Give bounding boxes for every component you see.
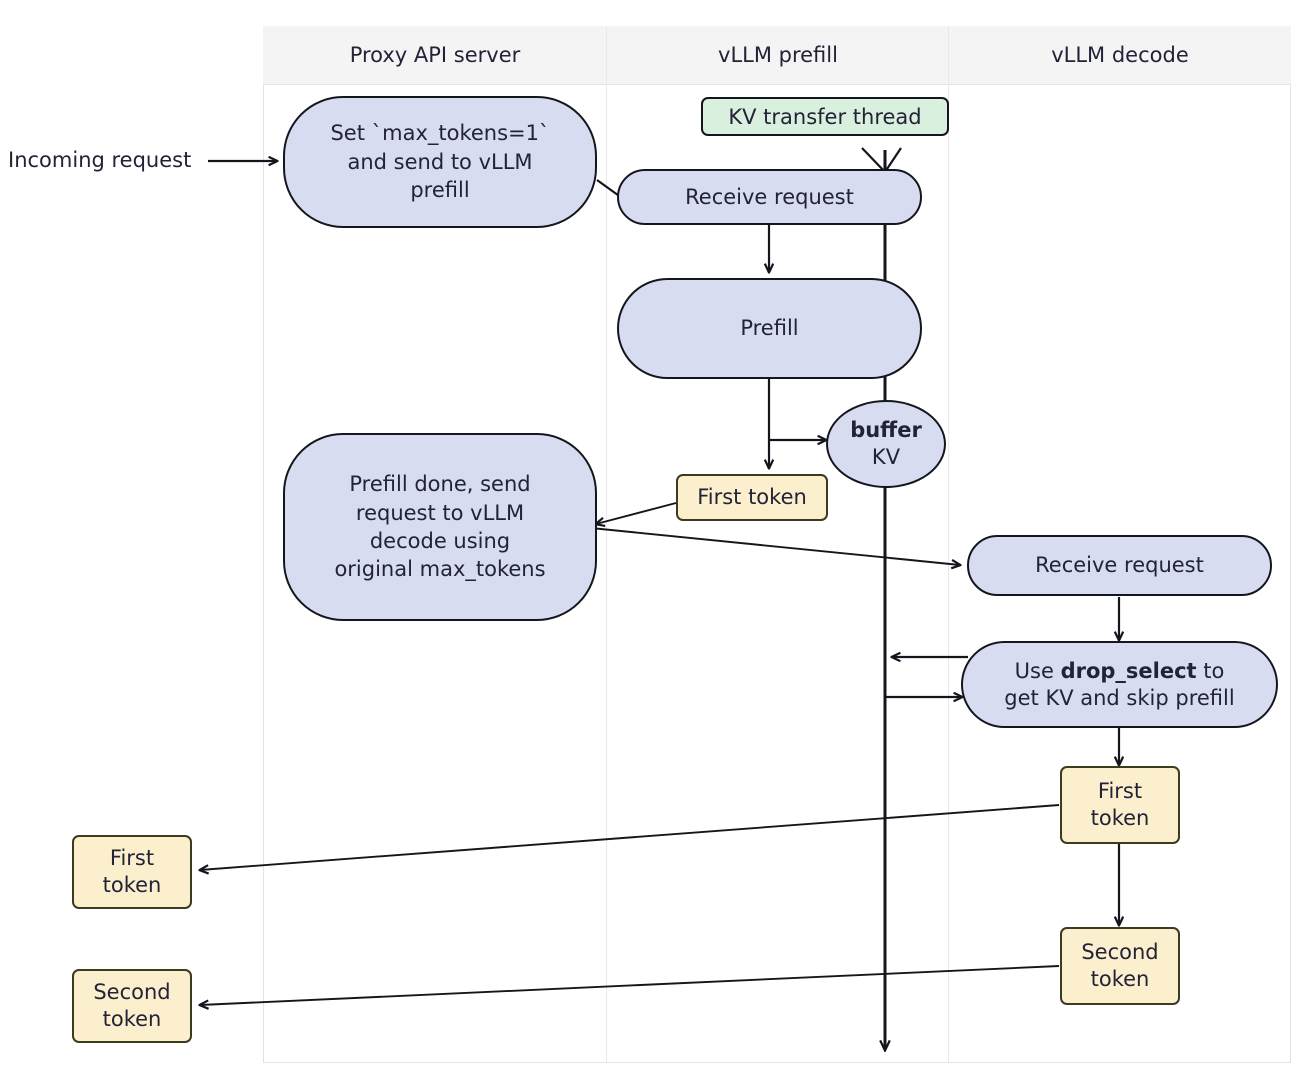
node-decode-drop-select-line-1-pre: Use [1014,658,1061,683]
node-prefill-first-token-label: First token [697,484,807,509]
node-proxy-prefill-done-line-2: request to vLLM [355,500,525,525]
node-proxy-set-max-tokens[interactable]: Set `max_tokens=1` and send to vLLM pref… [283,96,597,228]
node-decode-first-token[interactable]: First token [1060,766,1180,844]
lane-title-vllm-prefill: vLLM prefill [718,43,838,67]
node-proxy-first-token-line-1: First [109,845,155,870]
node-prefill-prefill-label: Prefill [740,316,799,341]
node-decode-first-token-line-1: First [1097,778,1143,803]
node-decode-drop-select-bold-term: drop_select [1060,658,1197,683]
node-decode-drop-select-line-2: get KV and skip prefill [1004,685,1235,710]
node-buffer-kv[interactable]: buffer KV [826,400,946,488]
swimlane-header-band [263,26,1291,85]
node-buffer-kv-line-2: KV [871,445,901,469]
node-proxy-second-token-line-1: Second [93,979,171,1004]
node-buffer-kv-line-1: buffer [850,417,922,442]
node-prefill-receive-request-label: Receive request [685,184,854,209]
kv-transfer-thread-label: KV transfer thread [728,104,922,129]
node-proxy-second-token[interactable]: Second token [72,969,192,1043]
node-proxy-set-max-tokens-line-3: prefill [410,178,470,203]
node-prefill-receive-request[interactable]: Receive request [617,169,922,225]
node-decode-second-token-line-1: Second [1081,939,1159,964]
lane-title-vllm-decode: vLLM decode [1051,43,1189,67]
node-decode-drop-select-line-1: Use drop_select to [1015,658,1225,685]
node-decode-second-token-line-2: token [1090,967,1150,991]
node-prefill-first-token[interactable]: First token [676,474,828,521]
node-decode-drop-select-line-1-post: to [1196,658,1225,683]
node-decode-drop-select[interactable]: Use drop_select to get KV and skip prefi… [961,641,1278,728]
node-proxy-first-token-line-2: token [102,873,162,897]
node-decode-first-token-line-2: token [1090,806,1150,830]
node-decode-receive-request[interactable]: Receive request [967,535,1272,596]
incoming-request-label: Incoming request [8,148,192,172]
node-prefill-prefill[interactable]: Prefill [617,278,922,379]
node-decode-receive-request-label: Receive request [1035,553,1204,578]
lane-title-proxy-api-server: Proxy API server [349,43,521,67]
node-proxy-prefill-done-line-1: Prefill done, send [349,472,531,497]
node-proxy-first-token[interactable]: First token [72,835,192,909]
node-proxy-second-token-line-2: token [102,1007,162,1031]
node-proxy-prefill-done-line-4: original max_tokens [334,557,546,582]
lane-divider-2 [948,26,949,1063]
lane-divider-1 [606,26,607,1063]
kv-transfer-thread-callout: KV transfer thread [701,97,949,136]
node-proxy-set-max-tokens-line-1: Set `max_tokens=1` [330,121,550,146]
node-proxy-set-max-tokens-line-2: and send to vLLM [347,149,533,174]
node-proxy-prefill-done[interactable]: Prefill done, send request to vLLM decod… [283,433,597,621]
node-decode-second-token[interactable]: Second token [1060,927,1180,1005]
node-proxy-prefill-done-line-3: decode using [369,529,511,553]
